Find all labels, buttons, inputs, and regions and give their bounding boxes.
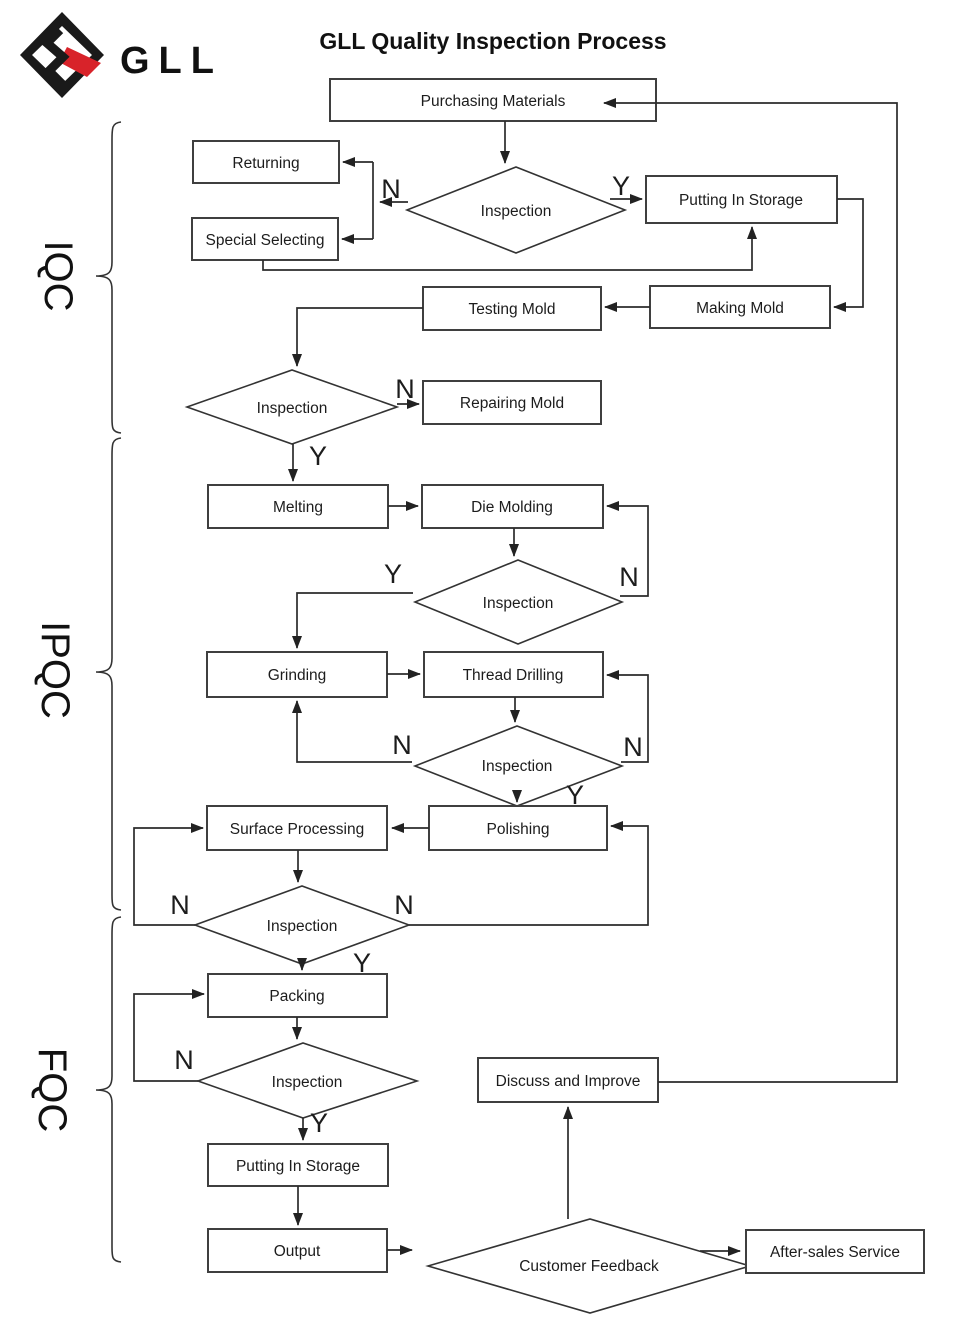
branch-label-n-inspection3: N — [619, 562, 639, 592]
branch-label-n-inspection4-right: N — [623, 732, 643, 762]
fqc-brace — [95, 916, 122, 1263]
node-special-selecting-box — [191, 217, 339, 261]
node-inspection6-label: Inspection — [272, 1074, 343, 1091]
edge-inspection5-n-to-surface-processing — [133, 823, 204, 926]
node-after-sales-service-label: After-sales Service — [770, 1244, 900, 1261]
node-shapes — [184, 78, 925, 1314]
stage-groups: IQC IPQC FQC — [30, 121, 122, 1263]
node-customer-feedback-label: Customer Feedback — [519, 1258, 659, 1275]
node-melting-box — [207, 484, 389, 529]
branch-label-n-inspection5-left: N — [170, 890, 190, 920]
node-making-mold-label: Making Mold — [696, 300, 784, 317]
edge-inspection3-y-to-grinding — [292, 592, 413, 649]
branch-label-n-inspection2: N — [395, 374, 415, 404]
edge-inspection5-n-to-polishing — [409, 821, 649, 926]
node-discuss-and-improve-box — [477, 1057, 659, 1103]
group-label-ipqc: IPQC — [33, 621, 77, 719]
node-grinding-label: Grinding — [268, 667, 327, 684]
node-inspection1-diamond — [404, 166, 628, 254]
node-repairing-mold-label: Repairing Mold — [460, 395, 564, 412]
branch-label-y-inspection2: Y — [309, 441, 327, 471]
node-melting-label: Melting — [273, 499, 323, 516]
node-polishing-label: Polishing — [487, 821, 550, 838]
node-after-sales-service-box — [745, 1229, 925, 1274]
edge-inspection4-n-to-grinding — [292, 700, 412, 763]
branch-labels: N Y N Y Y N N N Y N N Y N Y — [170, 171, 643, 1138]
node-thread-drilling-box — [423, 651, 604, 698]
edge-storage-to-making-mold — [833, 198, 864, 312]
node-inspection3-diamond — [412, 559, 625, 645]
node-inspection2-label: Inspection — [257, 400, 328, 417]
branch-label-y-inspection4: Y — [566, 780, 584, 810]
gll-logo-icon — [20, 12, 104, 98]
node-inspection2-diamond — [184, 369, 400, 445]
node-thread-drilling-label: Thread Drilling — [463, 667, 564, 684]
branch-label-y-inspection3: Y — [384, 559, 402, 589]
edge-special-selecting-to-storage — [262, 226, 757, 271]
node-inspection4-diamond — [412, 725, 625, 807]
connectors — [133, 98, 898, 1256]
node-die-molding-label: Die Molding — [471, 499, 553, 516]
node-purchasing-materials-label: Purchasing Materials — [421, 93, 566, 110]
branch-label-n-inspection4-left: N — [392, 730, 412, 760]
node-inspection3-label: Inspection — [483, 595, 554, 612]
node-returning-label: Returning — [232, 155, 299, 172]
edge-inspection4-n-to-thread-drilling — [606, 670, 649, 763]
node-making-mold-box — [649, 285, 831, 329]
iqc-brace — [95, 121, 122, 434]
node-repairing-mold-box — [422, 380, 602, 425]
edge-inspection6-n-to-packing — [133, 989, 205, 1082]
page-title: GLL Quality Inspection Process — [319, 28, 666, 54]
node-labels: Purchasing Materials Returning Special S… — [206, 93, 901, 1275]
branch-label-n-inspection6: N — [174, 1045, 194, 1075]
node-putting-in-storage-fqc-label: Putting In Storage — [236, 1158, 360, 1175]
node-packing-label: Packing — [269, 988, 324, 1005]
branch-label-y-inspection5: Y — [353, 948, 371, 978]
node-discuss-and-improve-label: Discuss and Improve — [496, 1073, 641, 1090]
edge-discuss-to-purchasing — [603, 98, 898, 1083]
node-testing-mold-label: Testing Mold — [468, 301, 555, 318]
node-output-box — [207, 1228, 388, 1273]
branch-label-n-inspection1: N — [381, 174, 401, 204]
node-surface-processing-label: Surface Processing — [230, 821, 364, 838]
edge-inspection3-n-to-die-molding — [606, 501, 649, 597]
ipqc-brace — [95, 437, 122, 911]
node-output-label: Output — [274, 1243, 321, 1260]
node-putting-in-storage-iqc-box — [645, 175, 838, 224]
node-putting-in-storage-fqc-box — [207, 1143, 389, 1187]
group-label-iqc: IQC — [36, 240, 80, 311]
node-inspection4-label: Inspection — [482, 758, 553, 775]
node-purchasing-materials-box — [329, 78, 657, 122]
node-grinding-box — [206, 651, 388, 698]
branch-label-y-inspection1: Y — [612, 171, 630, 201]
node-inspection1-label: Inspection — [481, 203, 552, 220]
node-putting-in-storage-iqc-label: Putting In Storage — [679, 192, 803, 209]
node-surface-processing-box — [206, 805, 388, 851]
node-die-molding-box — [421, 484, 604, 529]
node-inspection5-label: Inspection — [267, 918, 338, 935]
node-returning-box — [192, 140, 340, 184]
branch-label-y-inspection6: Y — [310, 1108, 328, 1138]
logo-text: GLL — [120, 40, 223, 82]
node-special-selecting-label: Special Selecting — [206, 232, 325, 249]
edge-testing-mold-to-inspection2 — [292, 307, 423, 367]
branch-label-n-inspection5-right: N — [394, 890, 414, 920]
node-inspection6-diamond — [195, 1042, 420, 1119]
node-testing-mold-box — [422, 286, 602, 331]
group-label-fqc: FQC — [30, 1048, 74, 1132]
